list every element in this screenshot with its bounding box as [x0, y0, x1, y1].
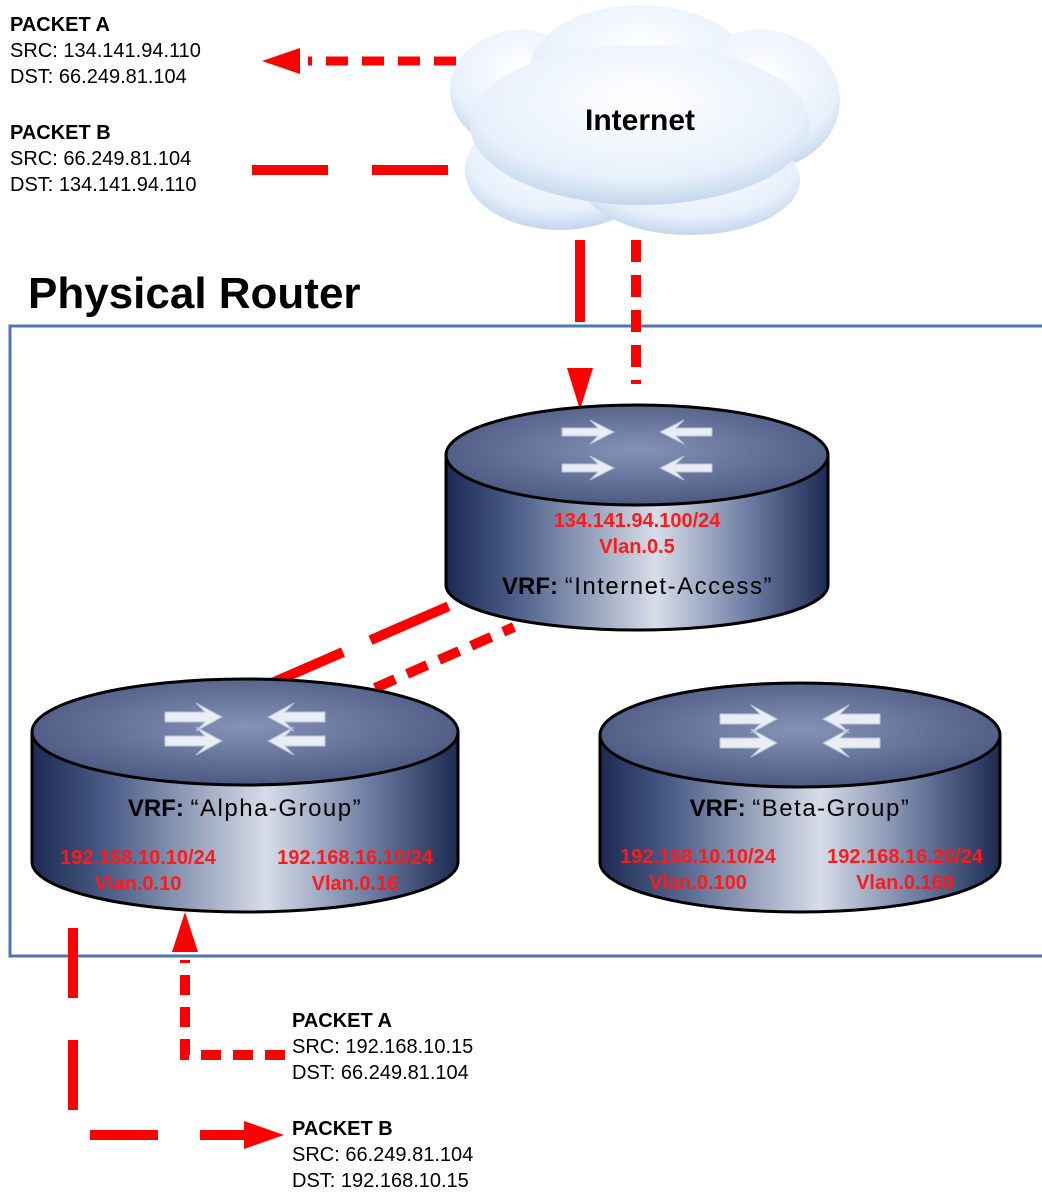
- router-vlan: Vlan.0.160: [856, 872, 954, 894]
- physical-router-box: [8, 324, 1042, 958]
- packet-dst: DST: 134.141.94.110: [10, 174, 197, 196]
- packet-src: SRC: 134.141.94.110: [10, 40, 201, 62]
- internet-access-vrf: VRF: “Internet-Access”: [470, 573, 805, 601]
- alpha-right-addr: 192.168.16.10/24 Vlan.0.16: [255, 845, 455, 897]
- packet-title: PACKET B: [10, 122, 111, 144]
- router-arrows-icon: [719, 704, 881, 758]
- vrf-prefix: VRF:: [689, 795, 746, 822]
- router-arrows-icon: [561, 419, 713, 481]
- packet-b-arrowhead-bottom: [244, 1121, 284, 1149]
- packet-title: PACKET A: [10, 14, 110, 36]
- bottom-packet-b: PACKET B SRC: 66.249.81.104 DST: 192.168…: [292, 1116, 473, 1194]
- alpha-uplink-dotted: [372, 622, 517, 693]
- router-vlan: Vlan.0.16: [311, 873, 399, 895]
- vrf-prefix: VRF:: [127, 795, 184, 822]
- router-ip: 192.168.16.10/24: [277, 847, 433, 869]
- router-vlan: Vlan.0.10: [94, 873, 182, 895]
- vrf-prefix: VRF:: [502, 573, 559, 600]
- physical-router-title: Physical Router: [28, 269, 361, 318]
- packet-title: PACKET A: [292, 1010, 392, 1032]
- beta-vrf: VRF: “Beta-Group”: [640, 795, 960, 823]
- router-ip: 192.168.10.10/24: [60, 847, 216, 869]
- router-vlan: Vlan.0.5: [599, 536, 675, 558]
- internet-access-addr: 134.141.94.100/24 Vlan.0.5: [487, 508, 787, 560]
- vrf-name: “Internet-Access”: [564, 573, 773, 600]
- alpha-left-addr: 192.168.10.10/24 Vlan.0.10: [38, 845, 238, 897]
- router-alpha-group: [30, 677, 460, 914]
- router-ip: 192.168.10.10/24: [620, 846, 776, 868]
- alpha-vrf: VRF: “Alpha-Group”: [60, 795, 430, 823]
- packet-a-arrowhead-top: [262, 48, 300, 74]
- router-beta-group: [598, 681, 1002, 914]
- router-ip: 134.141.94.100/24: [553, 510, 721, 532]
- router-ip: 192.168.16.20/24: [827, 846, 983, 868]
- packet-dst: DST: 66.249.81.104: [292, 1062, 469, 1084]
- vrf-name: “Beta-Group”: [752, 795, 911, 822]
- internet-cloud: [450, 5, 840, 235]
- beta-right-addr: 192.168.16.20/24 Vlan.0.160: [805, 844, 1005, 896]
- top-packet-b: PACKET B SRC: 66.249.81.104 DST: 134.141…: [10, 120, 196, 198]
- packet-dst: DST: 66.249.81.104: [10, 66, 187, 88]
- packet-src: SRC: 192.168.10.15: [292, 1036, 474, 1058]
- bottom-packet-a: PACKET A SRC: 192.168.10.15 DST: 66.249.…: [292, 1008, 473, 1086]
- alpha-uplink-solid: [263, 595, 465, 691]
- router-vlan: Vlan.0.100: [649, 872, 747, 894]
- packet-b-link-bottom: [68, 928, 158, 1140]
- router-arrows-icon: [164, 702, 326, 756]
- packet-src: SRC: 66.249.81.104: [292, 1144, 474, 1166]
- router-internet-access: [444, 403, 830, 632]
- uplink-arrowhead: [567, 368, 593, 410]
- top-packet-a: PACKET A SRC: 134.141.94.110 DST: 66.249…: [10, 12, 201, 90]
- internet-label: Internet: [584, 104, 695, 137]
- packet-a-link-bottom: [180, 960, 285, 1060]
- vrf-name: “Alpha-Group”: [190, 795, 363, 822]
- packet-src: SRC: 66.249.81.104: [10, 148, 192, 170]
- packet-a-arrowhead-bottom: [172, 912, 198, 952]
- packet-title: PACKET B: [292, 1118, 393, 1140]
- beta-left-addr: 192.168.10.10/24 Vlan.0.100: [598, 844, 798, 896]
- packet-dst: DST: 192.168.10.15: [292, 1170, 469, 1192]
